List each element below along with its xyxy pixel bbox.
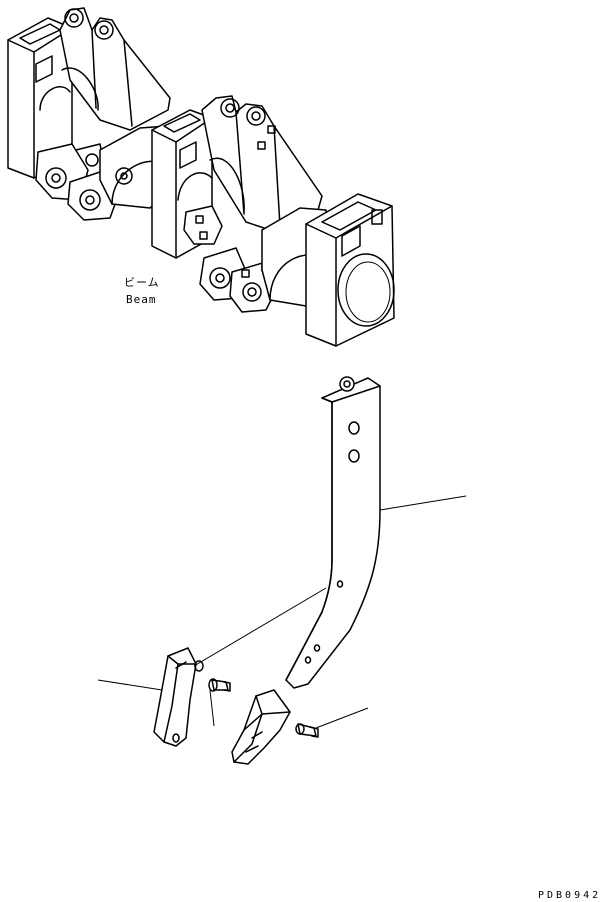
beam-right-end-box — [305, 193, 395, 347]
beam-right-bracket — [201, 95, 323, 233]
leader-protector — [97, 679, 163, 691]
beam-label-jp: ビーム — [124, 276, 160, 289]
shank — [285, 376, 381, 689]
leader-shank — [379, 495, 467, 511]
tip-pin-right — [295, 723, 319, 738]
shank-protector — [153, 647, 204, 747]
beam-assembly — [7, 7, 395, 347]
leader-pin-right — [315, 707, 369, 729]
beam-label-en: Beam — [126, 293, 157, 306]
tip-pin — [208, 678, 231, 692]
leader-pin — [209, 689, 215, 727]
leader-hole — [193, 587, 327, 667]
drawing-code: PDB0942 — [538, 890, 601, 901]
leader-lines — [97, 495, 467, 729]
ripper-tip — [231, 689, 291, 765]
beam-left-bracket — [59, 7, 171, 131]
